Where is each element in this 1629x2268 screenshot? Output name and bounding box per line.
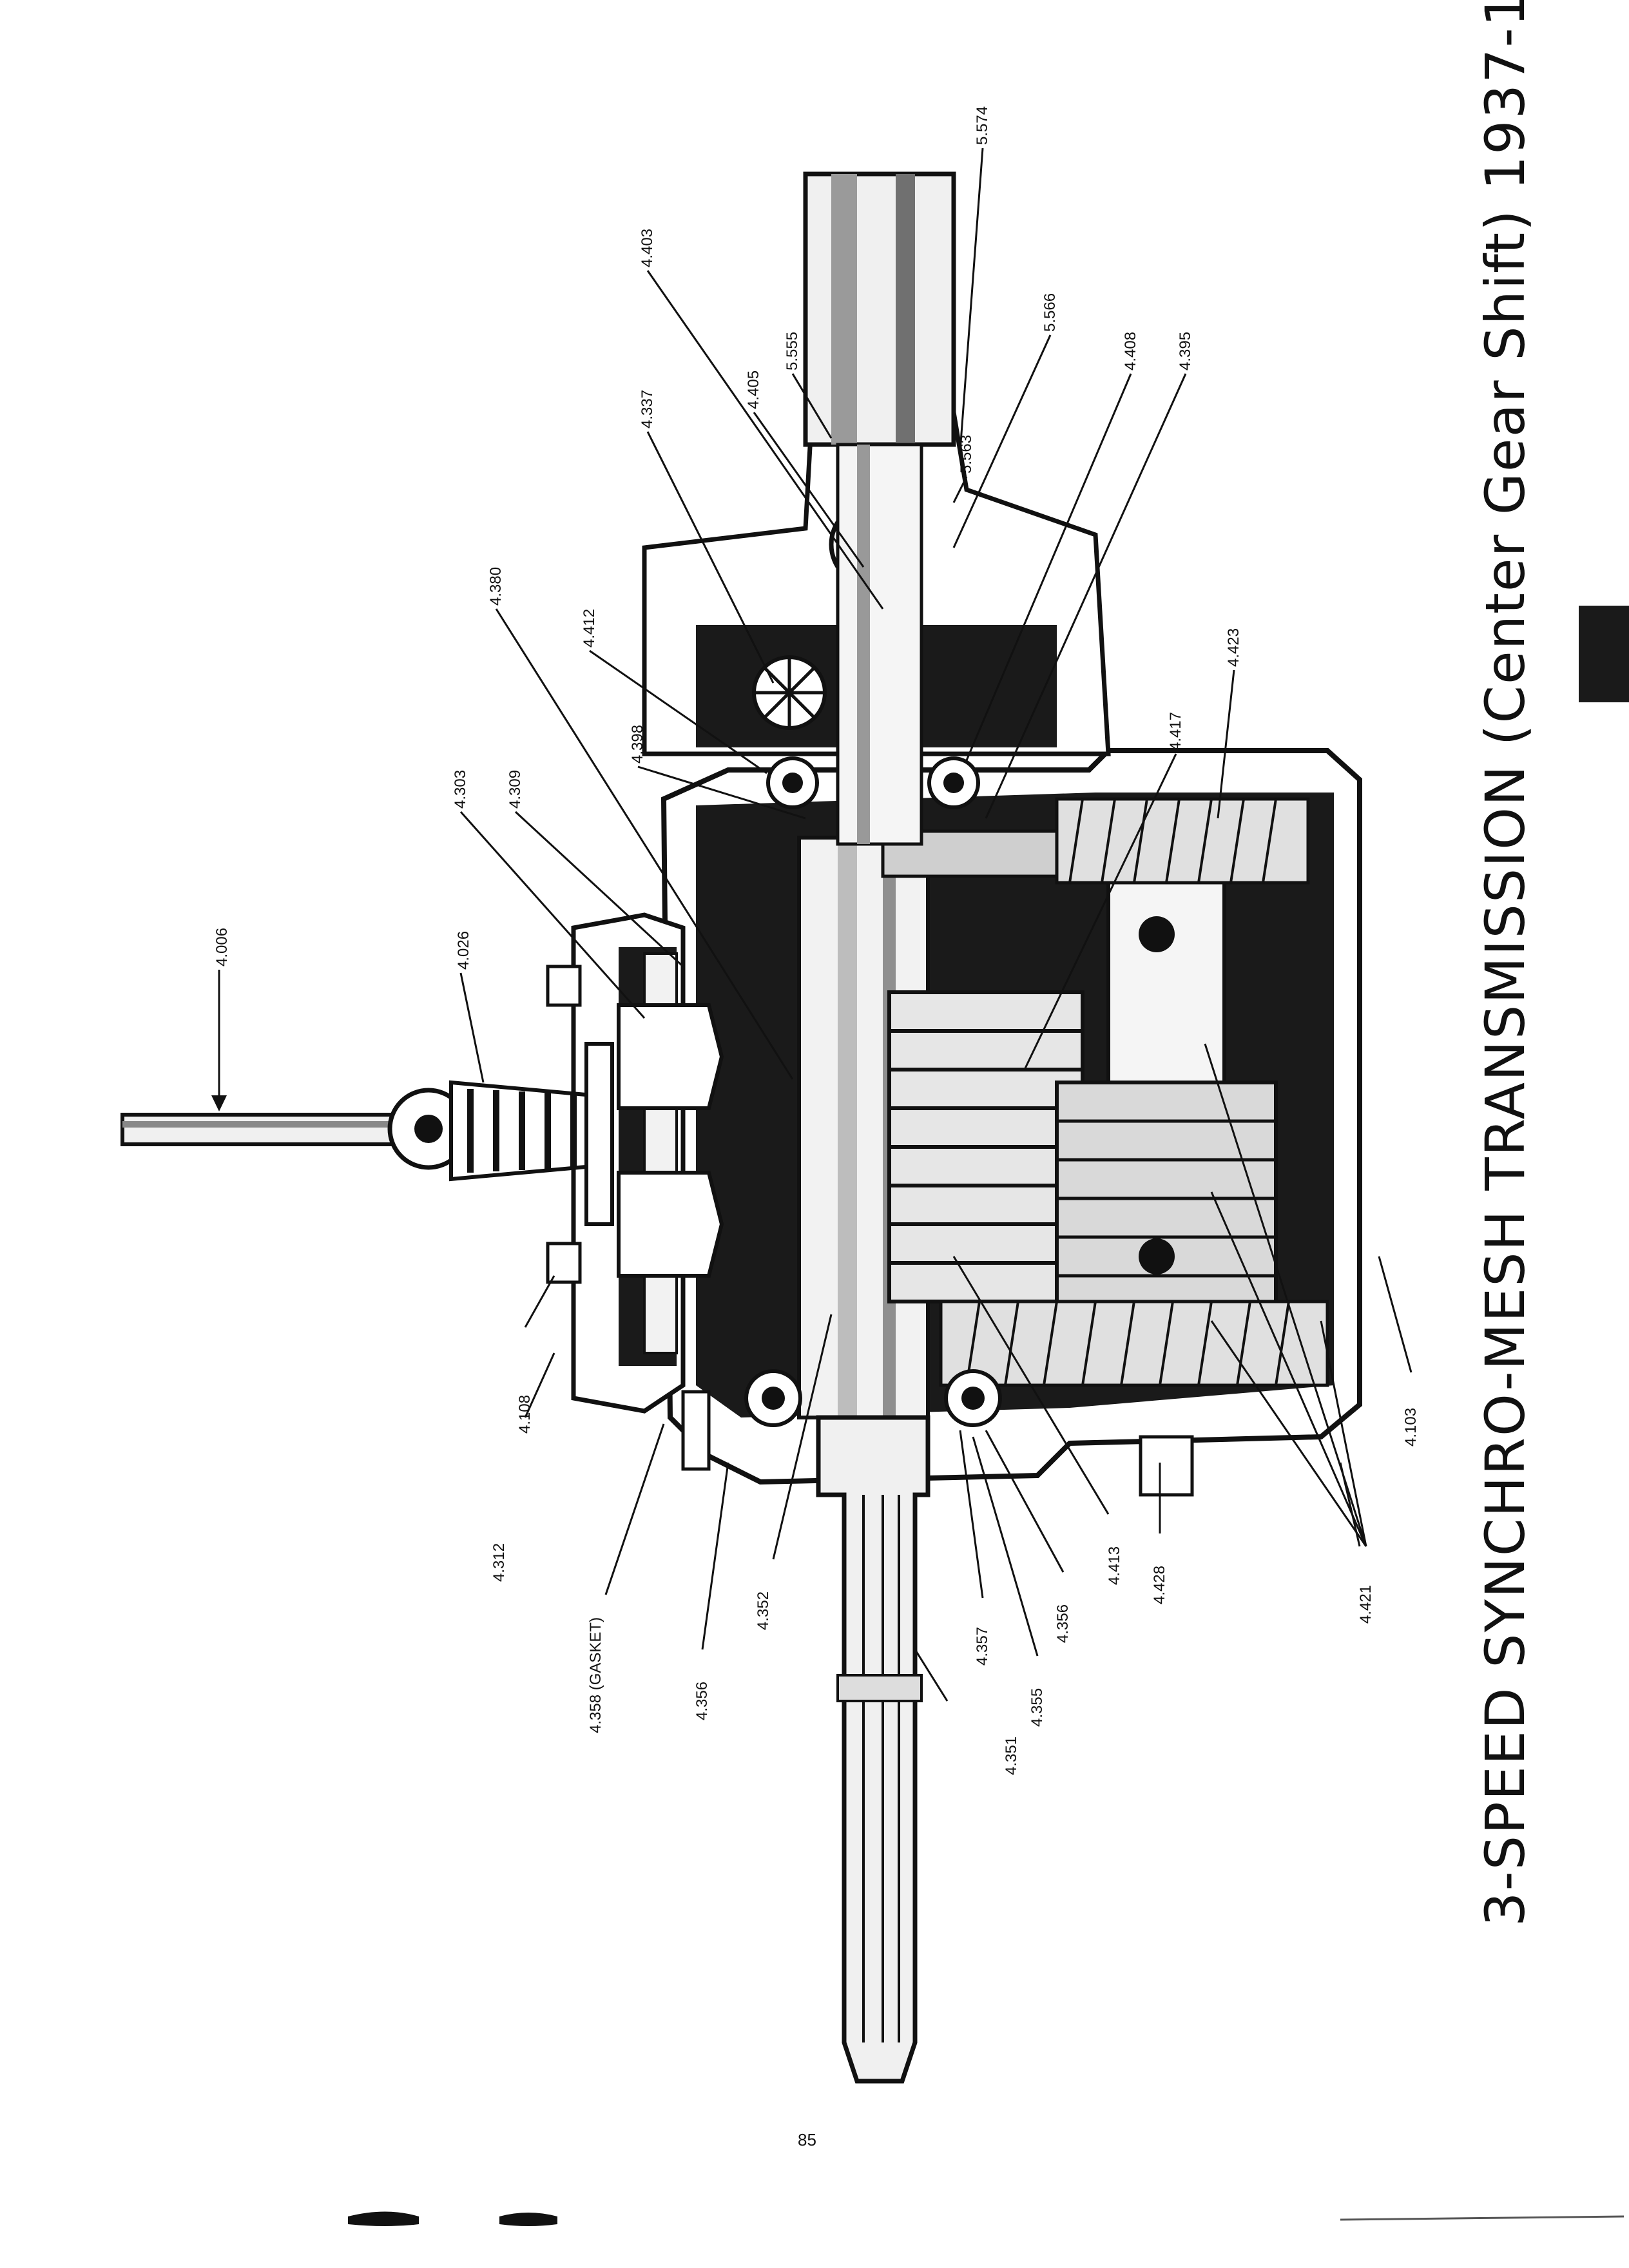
label-4312: 4.312 [490,1543,508,1582]
helical-gear-bottom [939,1300,1329,1387]
input-shaft [816,1415,930,2084]
label-4423: 4.423 [1225,628,1242,667]
label-5574: 5.574 [974,106,991,145]
label-4303: 4.303 [452,770,469,809]
label-4405: 4.405 [745,370,762,409]
label-4352: 4.352 [755,1591,772,1630]
label-4417: 4.417 [1167,712,1184,751]
gearshift-lever [120,1113,401,1146]
shift-fork [617,1003,724,1110]
label-4337: 4.337 [639,390,656,428]
label-4421: 4.421 [1357,1585,1374,1624]
label-4398: 4.398 [629,725,646,764]
scan-smudge-left [348,2211,419,2226]
scan-smudge-right [499,2213,557,2226]
label-5563: 5.563 [958,435,975,474]
label-4351: 4.351 [1003,1736,1020,1775]
label-4356-right: 4.356 [1054,1604,1072,1643]
output-shaft [803,171,956,447]
label-4428: 4.428 [1151,1566,1168,1604]
label-4412: 4.412 [581,609,598,648]
label-4380: 4.380 [487,567,505,606]
label-4309: 4.309 [506,770,524,809]
label-4358-gasket: 4.358 (GASKET) [587,1617,604,1733]
label-4403: 4.403 [639,229,656,267]
label-4108: 4.108 [516,1395,534,1434]
label-4356-left: 4.356 [693,1682,711,1720]
label-4355: 4.355 [1028,1688,1046,1727]
label-4026: 4.026 [455,931,472,970]
label-4357: 4.357 [974,1627,991,1666]
label-4413: 4.413 [1106,1546,1123,1585]
page-title: 3-SPEED SYNCHRO-MESH TRANSMISSION (Cente… [1474,0,1537,1927]
label-4395: 4.395 [1177,332,1194,370]
scan-line [1340,2215,1624,2221]
label-4408: 4.408 [1122,332,1139,370]
transmission-drawing [120,171,1362,2084]
leader-lines [211,148,1412,1702]
page-number: 85 [798,2130,816,2149]
label-5566: 5.566 [1041,293,1059,332]
label-5555: 5.555 [784,332,801,370]
part-labels: 4.006 4.026 4.303 4.309 4.398 4.412 4.38… [213,106,1420,1775]
label-4103: 4.103 [1402,1408,1420,1446]
section-tab [1579,606,1629,702]
label-4006: 4.006 [213,928,231,966]
